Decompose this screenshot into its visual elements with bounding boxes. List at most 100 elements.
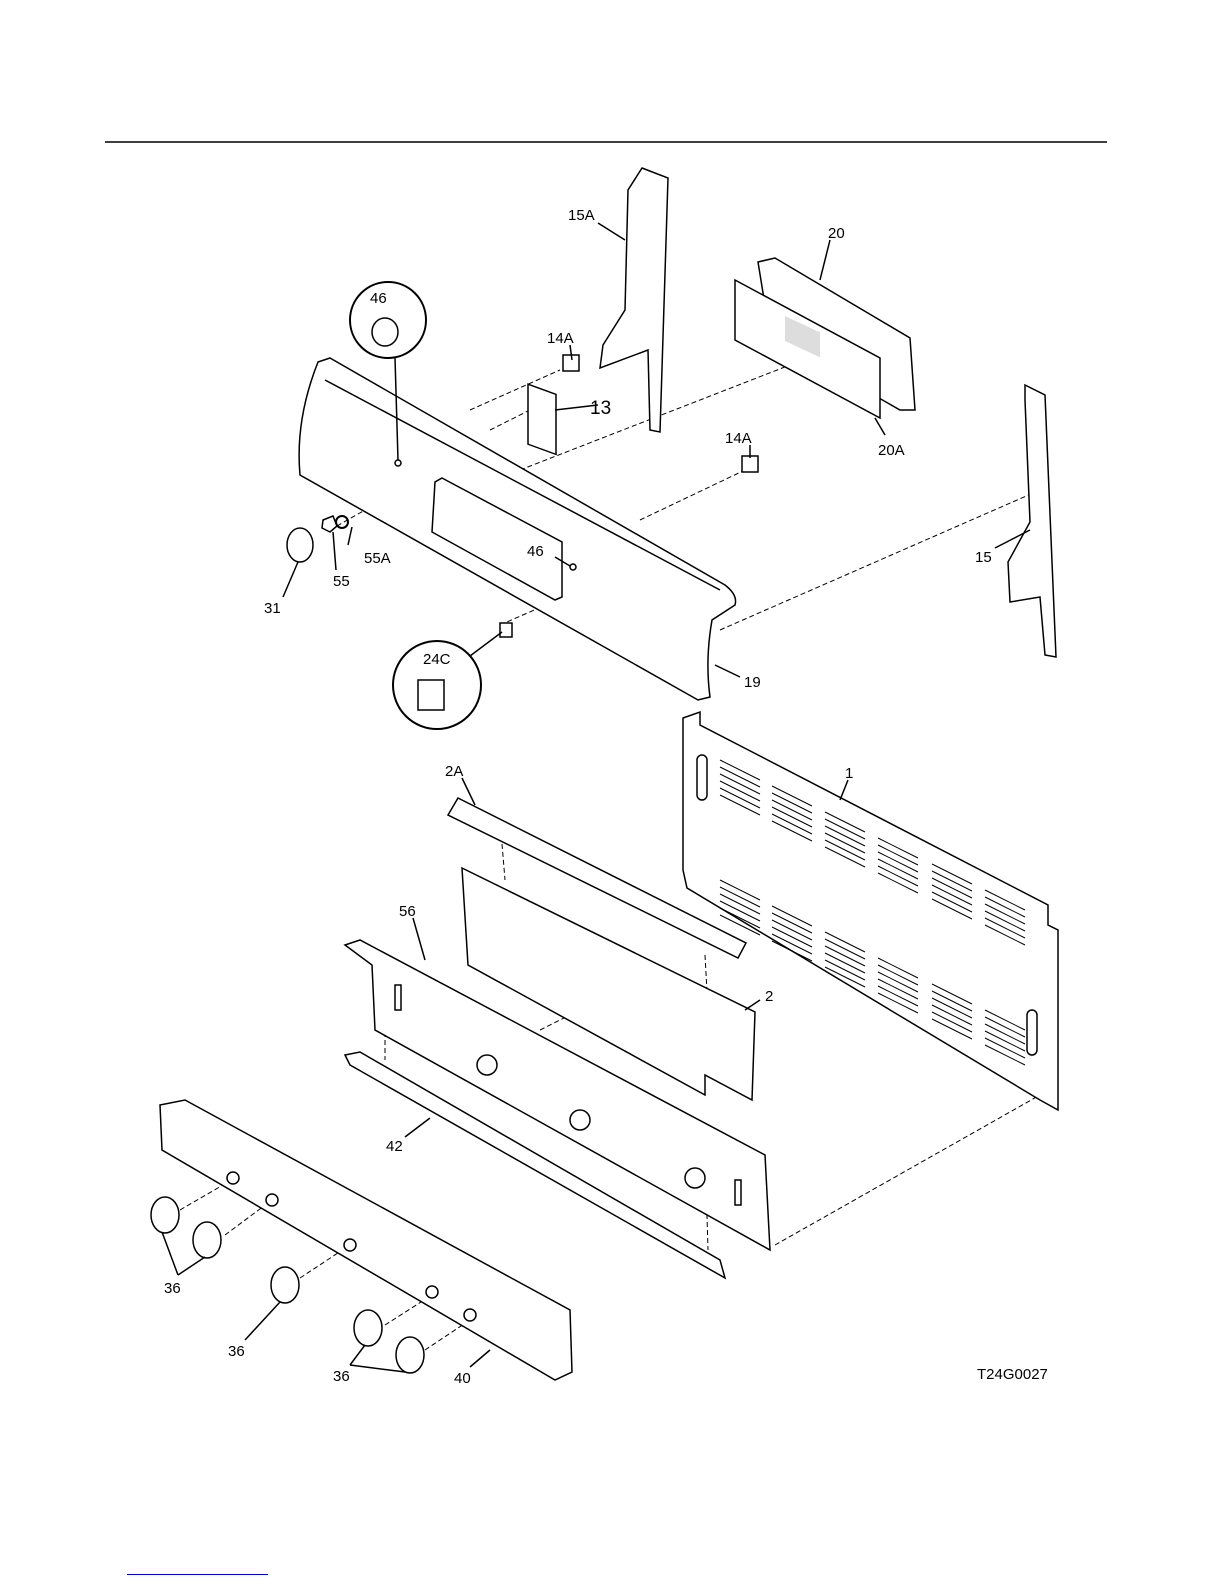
louver-slot	[877, 957, 919, 979]
part-15A-bracket	[599, 167, 669, 433]
louver-slot	[719, 759, 761, 781]
part-46-plug	[569, 563, 577, 571]
part-55-nut	[321, 515, 338, 533]
label-15: 15	[975, 549, 992, 566]
louver-slot	[824, 846, 866, 868]
louver-slot	[824, 839, 866, 861]
part-40-manifold-cover	[159, 1099, 573, 1381]
label-15A: 15A	[568, 207, 595, 224]
detail-24C-callout	[392, 631, 503, 730]
label-36: 36	[228, 1343, 245, 1360]
part-31-knob	[286, 527, 314, 563]
label-46: 46	[527, 543, 544, 560]
part-labels: 15A 20 46 14A 13 14A 20A 46 55A 31 55 15…	[164, 207, 1048, 1387]
label-2: 2	[765, 988, 773, 1005]
louver-slot	[931, 877, 973, 899]
louver-slot	[771, 820, 813, 842]
label-36: 36	[164, 1280, 181, 1297]
label-14A: 14A	[547, 330, 574, 347]
louver-slot	[719, 907, 761, 929]
label-55A: 55A	[364, 550, 391, 567]
louver-slot	[771, 785, 813, 807]
louver-slot	[719, 914, 761, 936]
louver-slot	[719, 900, 761, 922]
louver-slot	[984, 1037, 1026, 1059]
label-20A: 20A	[878, 442, 905, 459]
louver-slot	[824, 811, 866, 833]
louver-slot	[877, 964, 919, 986]
louver-slot	[824, 931, 866, 953]
part-14A-switch	[741, 455, 759, 473]
louver-slot	[824, 966, 866, 988]
louver-slot	[984, 903, 1026, 925]
louver-slot	[719, 879, 761, 901]
label-42: 42	[386, 1138, 403, 1155]
part-15-bracket	[1007, 383, 1057, 658]
louver-slot	[877, 978, 919, 1000]
louver-slot	[771, 926, 813, 948]
louver-slot	[984, 1009, 1026, 1031]
louver-slot	[931, 870, 973, 892]
label-13: 13	[590, 398, 611, 419]
louver-slot	[931, 983, 973, 1005]
label-24C: 24C	[423, 651, 451, 668]
label-1: 1	[845, 765, 853, 782]
knobs-36	[150, 1196, 425, 1374]
label-14A: 14A	[725, 430, 752, 447]
label-19: 19	[744, 674, 761, 691]
leader-lines	[161, 222, 1031, 1373]
part-19-control-panel	[298, 357, 737, 701]
louver-slot	[719, 773, 761, 795]
louver-slot	[984, 910, 1026, 932]
louver-slot	[984, 924, 1026, 946]
louver-slot	[771, 933, 813, 955]
louver-slot	[877, 844, 919, 866]
label-46: 46	[370, 290, 387, 307]
louver-slot	[877, 865, 919, 887]
louver-slot	[824, 818, 866, 840]
louver-slot	[877, 992, 919, 1014]
label-36: 36	[333, 1368, 350, 1385]
louver-slot	[984, 1030, 1026, 1052]
part-20A-overlay	[734, 278, 881, 420]
louver-slot	[719, 780, 761, 802]
louver-slot	[771, 806, 813, 828]
louver-slot	[824, 832, 866, 854]
louver-slot	[984, 1016, 1026, 1038]
louver-slot	[877, 872, 919, 894]
label-2A: 2A	[445, 763, 463, 780]
part-1-back-panel	[682, 710, 1059, 1112]
louver-slot	[719, 766, 761, 788]
label-40: 40	[454, 1370, 471, 1387]
louver-slot	[824, 825, 866, 847]
louver-slot	[931, 891, 973, 913]
louver-slot	[771, 940, 813, 962]
louver-slot	[771, 792, 813, 814]
louver-slot	[771, 905, 813, 927]
louver-slot	[931, 990, 973, 1012]
part-42-trim	[343, 1051, 727, 1280]
louver-slot	[877, 985, 919, 1007]
louver-slot	[824, 952, 866, 974]
louver-slot	[931, 884, 973, 906]
louver-slot	[984, 889, 1026, 911]
louver-slot	[824, 945, 866, 967]
louver-slot	[877, 837, 919, 859]
louver-slot	[984, 1023, 1026, 1045]
louver-slot	[931, 1018, 973, 1040]
louver-slot	[877, 851, 919, 873]
louver-slot	[931, 863, 973, 885]
louver-slot	[877, 971, 919, 993]
louver-slot	[931, 997, 973, 1019]
louver-slot	[719, 794, 761, 816]
louver-slot	[824, 938, 866, 960]
label-31: 31	[264, 600, 281, 617]
louver-slot	[719, 886, 761, 908]
louver-slot	[824, 959, 866, 981]
louver-slot	[771, 799, 813, 821]
louver-slot	[771, 919, 813, 941]
link-underline[interactable]	[127, 1574, 268, 1575]
louver-slot	[931, 898, 973, 920]
part-2A-shield	[446, 797, 748, 959]
